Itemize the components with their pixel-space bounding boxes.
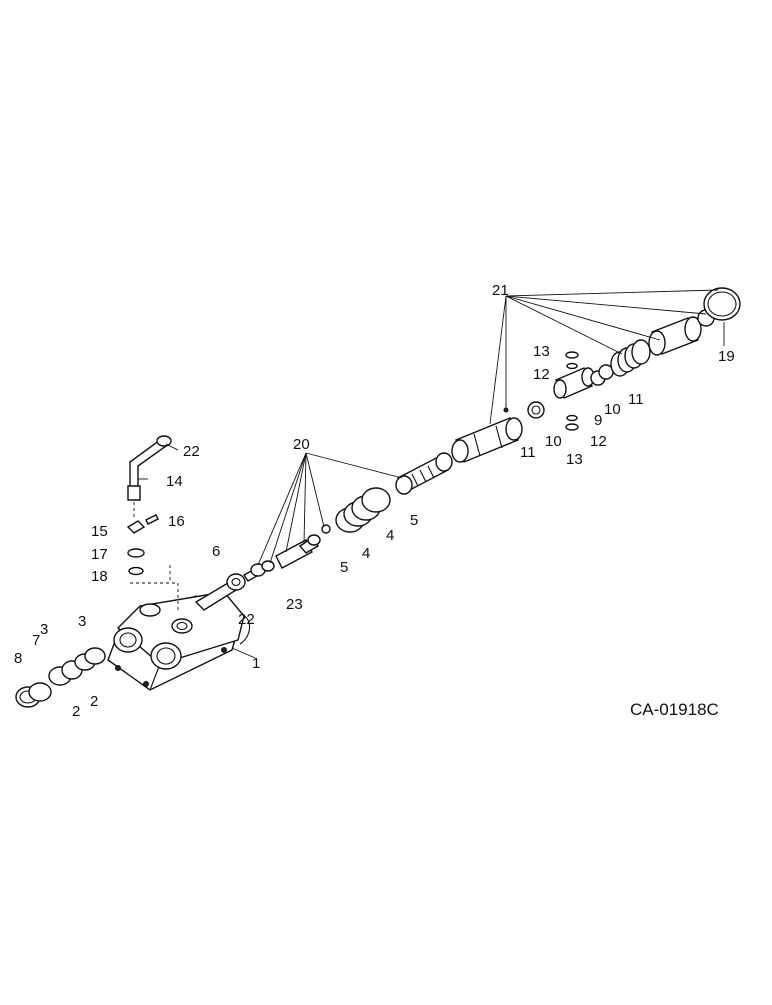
callout-7: 7: [32, 632, 40, 649]
callout-19: 19: [718, 348, 735, 365]
main-sleeve: [451, 407, 523, 463]
spool-assembly: [194, 524, 331, 611]
figure-code: CA-01918C: [630, 700, 719, 719]
callout-8: 8: [14, 650, 22, 667]
callout-5a: 5: [340, 559, 348, 576]
callout-12a: 12: [533, 366, 550, 383]
callout-16: 16: [168, 513, 185, 530]
callout-13b: 13: [566, 451, 583, 468]
end-cylinder-and-ring: [610, 287, 741, 377]
callout-4b: 4: [386, 527, 394, 544]
callout-21: 21: [492, 282, 509, 299]
callout-labels: 1 2 2 3 3 4 4 5 5 6 7 8 9 10 10 11 11 12…: [14, 282, 735, 720]
callout-6: 6: [212, 543, 220, 560]
valve-body: [107, 565, 251, 691]
right-small-parts: [527, 351, 614, 431]
callout-22b: 22: [238, 611, 255, 628]
callout-10a: 10: [545, 433, 562, 450]
callout-20: 20: [293, 436, 310, 453]
piston-seals: [335, 452, 453, 533]
callout-13a: 13: [533, 343, 550, 360]
callout-23: 23: [286, 596, 303, 613]
callout-2b: 2: [90, 693, 98, 710]
leader-lines: [138, 289, 725, 659]
callout-4a: 4: [362, 545, 370, 562]
callout-11b: 11: [628, 391, 644, 408]
callout-11a: 11: [520, 444, 536, 461]
tube-fitting: [126, 435, 172, 576]
callout-22a: 22: [183, 443, 200, 460]
callout-3a: 3: [40, 621, 48, 638]
callout-12b: 12: [590, 433, 607, 450]
callout-18: 18: [91, 568, 108, 585]
callout-9: 9: [594, 412, 602, 429]
callout-2a: 2: [72, 703, 80, 720]
callout-5b: 5: [410, 512, 418, 529]
callout-15: 15: [91, 523, 108, 540]
callout-10b: 10: [604, 401, 621, 418]
callout-3b: 3: [78, 613, 86, 630]
callout-1: 1: [252, 655, 260, 672]
callout-14: 14: [166, 473, 183, 490]
left-seal-rings: [15, 647, 106, 708]
callout-17: 17: [91, 546, 108, 563]
